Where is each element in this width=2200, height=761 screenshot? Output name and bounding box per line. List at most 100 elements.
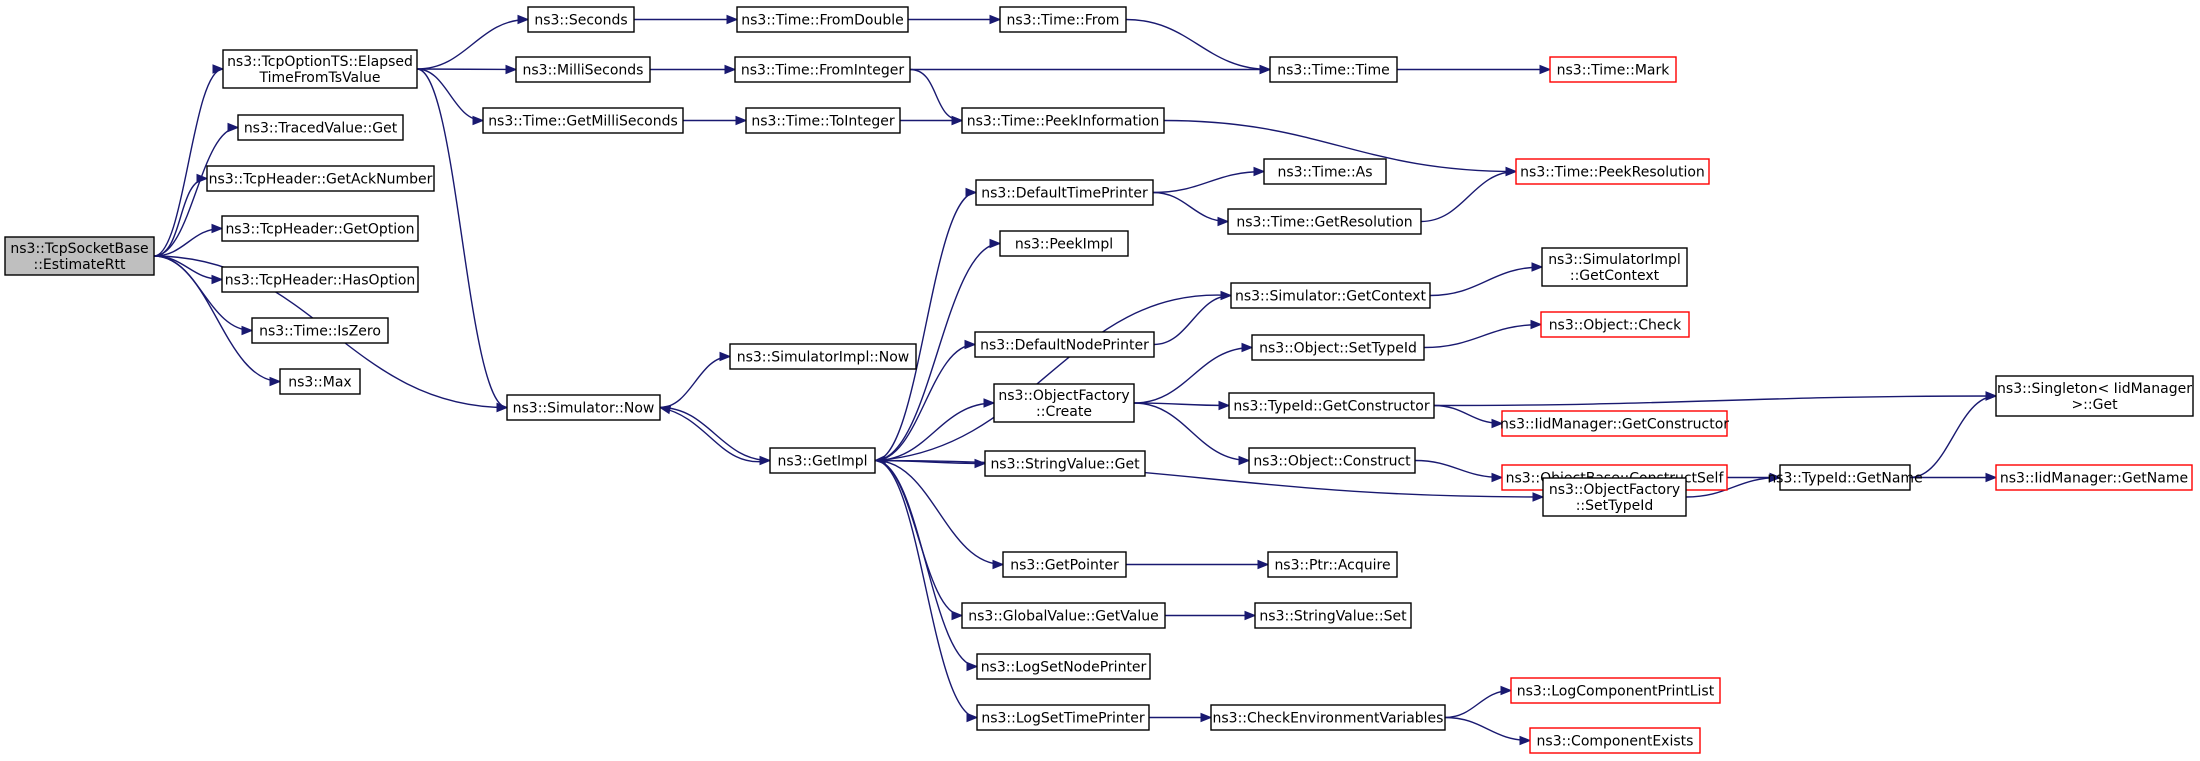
node-simgetctx[interactable]: ns3::Simulator::GetContext	[1230, 282, 1431, 309]
node-box[interactable]	[1254, 602, 1412, 629]
node-box[interactable]	[237, 114, 404, 141]
node-svget[interactable]: ns3::StringValue::Get	[984, 450, 1146, 477]
node-svset[interactable]: ns3::StringValue::Set	[1254, 602, 1412, 629]
node-box[interactable]	[1510, 677, 1721, 704]
node-gvgetvalue[interactable]: ns3::GlobalValue::GetValue	[961, 602, 1166, 629]
edge-line	[874, 294, 1232, 462]
node-getack[interactable]: ns3::TcpHeader::GetAckNumber	[206, 165, 435, 192]
node-box[interactable]	[984, 450, 1146, 477]
node-root[interactable]: ns3::TcpSocketBase::EstimateRtt	[4, 236, 155, 276]
node-box[interactable]	[1515, 158, 1710, 185]
node-timefrom[interactable]: ns3::Time::From	[999, 6, 1127, 33]
node-singletonget[interactable]: ns3::Singleton< IidManager >::Get	[1995, 375, 2194, 417]
node-typeidgetname[interactable]: ns3::TypeId::GetName	[1767, 464, 1923, 491]
node-box[interactable]	[1541, 247, 1688, 287]
node-box[interactable]	[1210, 704, 1446, 731]
node-box[interactable]	[1540, 311, 1690, 338]
node-box[interactable]	[976, 704, 1150, 731]
node-iidgetname[interactable]: ns3::IidManager::GetName	[1995, 464, 2193, 491]
node-simimplgetctx[interactable]: ns3::SimulatorImpl::GetContext	[1541, 247, 1688, 287]
node-logcomplist[interactable]: ns3::LogComponentPrintList	[1510, 677, 1721, 704]
node-box[interactable]	[1228, 392, 1435, 419]
node-settypeid[interactable]: ns3::Object::SetTypeId	[1251, 334, 1425, 361]
node-box[interactable]	[993, 383, 1135, 423]
node-box[interactable]	[745, 107, 901, 134]
node-box[interactable]	[221, 215, 419, 242]
node-box[interactable]	[769, 447, 876, 474]
node-peekres[interactable]: ns3::Time::PeekResolution	[1515, 158, 1710, 185]
node-toint[interactable]: ns3::Time::ToInteger	[745, 107, 901, 134]
node-box[interactable]	[222, 49, 418, 89]
node-timeas[interactable]: ns3::Time::As	[1263, 158, 1387, 185]
node-box[interactable]	[1002, 551, 1127, 578]
node-box[interactable]	[1263, 158, 1387, 185]
node-box[interactable]	[527, 6, 635, 33]
node-box[interactable]	[1227, 208, 1422, 235]
node-box[interactable]	[506, 394, 661, 421]
node-box[interactable]	[279, 368, 361, 395]
node-box[interactable]	[999, 6, 1127, 33]
node-box[interactable]	[999, 230, 1129, 257]
node-max[interactable]: ns3::Max	[279, 368, 361, 395]
node-ptracquire[interactable]: ns3::Ptr::Acquire	[1267, 551, 1398, 578]
node-box[interactable]	[961, 602, 1166, 629]
node-tracedget[interactable]: ns3::TracedValue::Get	[237, 114, 404, 141]
node-logtimeprinter[interactable]: ns3::LogSetTimePrinter	[976, 704, 1150, 731]
node-simimplnow[interactable]: ns3::SimulatorImpl::Now	[729, 343, 917, 370]
node-construct[interactable]: ns3::Object::Construct	[1248, 447, 1416, 474]
node-getimpl[interactable]: ns3::GetImpl	[769, 447, 876, 474]
node-ofsettypeid[interactable]: ns3::ObjectFactory::SetTypeId	[1542, 477, 1687, 517]
node-fromint[interactable]: ns3::Time::FromInteger	[734, 56, 911, 83]
node-box[interactable]	[974, 331, 1155, 358]
node-checkenv[interactable]: ns3::CheckEnvironmentVariables	[1210, 704, 1446, 731]
node-box[interactable]	[1995, 464, 2193, 491]
node-compexists[interactable]: ns3::ComponentExists	[1529, 727, 1701, 754]
node-box[interactable]	[1779, 464, 1911, 491]
node-deftimeprinter[interactable]: ns3::DefaultTimePrinter	[975, 179, 1154, 206]
node-fromdouble[interactable]: ns3::Time::FromDouble	[736, 6, 909, 33]
node-box[interactable]	[976, 653, 1151, 680]
node-peekinfo[interactable]: ns3::Time::PeekInformation	[961, 107, 1165, 134]
node-box[interactable]	[251, 317, 389, 344]
node-defnodeprinter[interactable]: ns3::DefaultNodePrinter	[974, 331, 1155, 358]
node-lognodeprinter[interactable]: ns3::LogSetNodePrinter	[976, 653, 1151, 680]
node-box[interactable]	[736, 6, 909, 33]
node-box[interactable]	[4, 236, 155, 276]
node-getpointer[interactable]: ns3::GetPointer	[1002, 551, 1127, 578]
node-getctor[interactable]: ns3::TypeId::GetConstructor	[1228, 392, 1435, 419]
node-simnow[interactable]: ns3::Simulator::Now	[506, 394, 661, 421]
node-getres[interactable]: ns3::Time::GetResolution	[1227, 208, 1422, 235]
node-box[interactable]	[515, 56, 651, 83]
node-box[interactable]	[1248, 447, 1416, 474]
node-ofcreate[interactable]: ns3::ObjectFactory::Create	[993, 383, 1135, 423]
node-objcheck[interactable]: ns3::Object::Check	[1540, 311, 1690, 338]
node-iidgetctor[interactable]: ns3::IidManager::GetConstructor	[1500, 410, 1729, 437]
node-getmilli[interactable]: ns3::Time::GetMilliSeconds	[482, 107, 684, 134]
node-box[interactable]	[729, 343, 917, 370]
node-box[interactable]	[1542, 477, 1687, 517]
node-seconds[interactable]: ns3::Seconds	[527, 6, 635, 33]
node-box[interactable]	[1251, 334, 1425, 361]
node-label: ns3::Ptr::Acquire	[1274, 558, 1390, 574]
node-box[interactable]	[1230, 282, 1431, 309]
node-box[interactable]	[1501, 410, 1728, 437]
node-box[interactable]	[482, 107, 684, 134]
node-box[interactable]	[206, 165, 435, 192]
node-timemark[interactable]: ns3::Time::Mark	[1549, 56, 1677, 83]
node-box[interactable]	[1267, 551, 1398, 578]
node-milli[interactable]: ns3::MilliSeconds	[515, 56, 651, 83]
node-timetime[interactable]: ns3::Time::Time	[1269, 56, 1398, 83]
node-box[interactable]	[961, 107, 1165, 134]
node-box[interactable]	[1269, 56, 1398, 83]
node-getoption[interactable]: ns3::TcpHeader::GetOption	[221, 215, 419, 242]
node-box[interactable]	[1995, 375, 2194, 417]
node-box[interactable]	[1529, 727, 1701, 754]
node-hasoption[interactable]: ns3::TcpHeader::HasOption	[221, 266, 419, 293]
node-box[interactable]	[975, 179, 1154, 206]
node-iszero[interactable]: ns3::Time::IsZero	[251, 317, 389, 344]
node-peekimpl[interactable]: ns3::PeekImpl	[999, 230, 1129, 257]
node-box[interactable]	[221, 266, 419, 293]
node-box[interactable]	[734, 56, 911, 83]
node-box[interactable]	[1549, 56, 1677, 83]
